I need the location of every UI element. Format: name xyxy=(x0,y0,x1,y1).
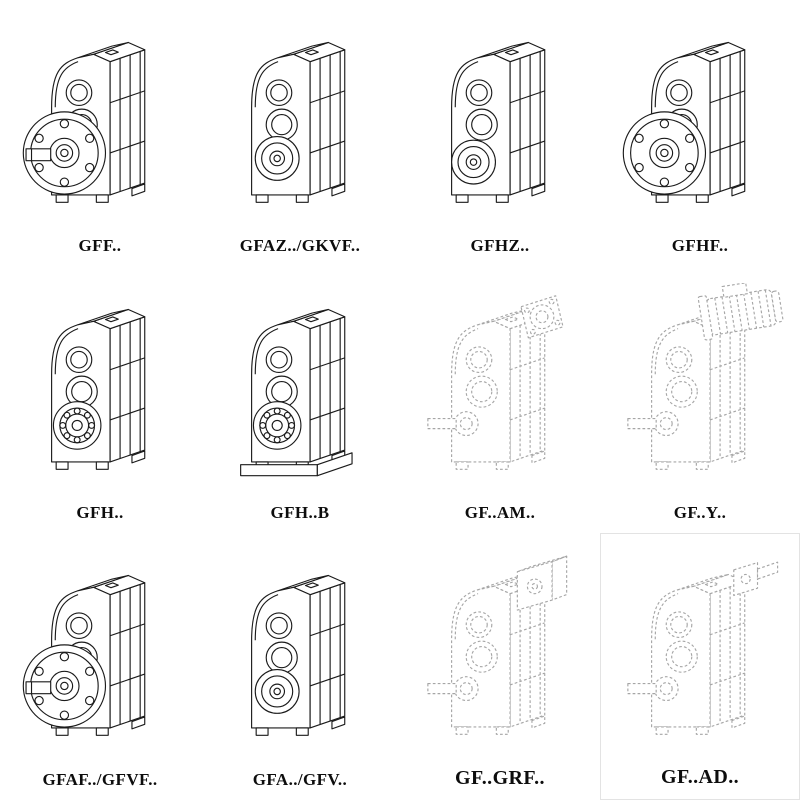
gearbox-model-label: GFAF../GFVF.. xyxy=(42,769,158,789)
gearbox-cell-gfa-gfv: GFA../GFV.. xyxy=(200,533,400,800)
gearbox-drawing-shaft-mounted xyxy=(402,6,598,236)
gearbox-line-art-icon xyxy=(22,575,146,737)
gearbox-line-art-icon xyxy=(251,575,346,737)
gearbox-drawing-flange-output xyxy=(2,6,198,236)
gearbox-line-art-icon xyxy=(627,282,785,470)
gearbox-cell-gfaz-gkvf: GFAZ../GKVF.. xyxy=(200,0,400,267)
gearbox-cell-gfhz: GFHZ.. xyxy=(400,0,600,267)
gearbox-drawing-bearing-output xyxy=(2,273,198,503)
gearbox-line-art-icon xyxy=(622,42,746,203)
gearbox-model-label: GF..Y.. xyxy=(673,502,727,522)
gearbox-cell-gfh-b: GFH..B xyxy=(200,267,400,534)
gearbox-cell-gff: GFF.. xyxy=(0,0,200,267)
gearbox-cell-gf-y: GF..Y.. xyxy=(600,267,800,534)
gearbox-cell-gf-ad: GF..AD.. xyxy=(600,533,800,800)
gearbox-drawing-hollow-shaft xyxy=(202,539,398,769)
gearbox-model-label: GFF.. xyxy=(78,236,122,256)
gearbox-model-label: GF..AM.. xyxy=(464,502,536,522)
gearbox-model-label: GFHF.. xyxy=(671,236,729,256)
gearbox-model-label: GFHZ.. xyxy=(470,236,530,256)
gearbox-line-art-icon xyxy=(627,561,779,735)
gearbox-cell-gf-am: GF..AM.. xyxy=(400,267,600,534)
gearbox-cell-gfhf: GFHF.. xyxy=(600,0,800,267)
gearbox-line-art-icon xyxy=(51,308,146,470)
gearbox-model-label: GF..GRF.. xyxy=(455,766,545,789)
gearbox-drawing-flange-mounted xyxy=(602,6,798,236)
gearbox-model-label: GFH..B xyxy=(270,502,330,522)
gearbox-line-art-icon xyxy=(427,295,564,470)
gearbox-line-art-icon xyxy=(451,42,546,203)
gearbox-model-label: GFH.. xyxy=(76,502,124,522)
gearbox-model-label: GF..AD.. xyxy=(660,765,740,788)
gearbox-drawing-with-motor xyxy=(602,273,798,503)
gearbox-cell-gf-grf: GF..GRF.. xyxy=(400,533,600,800)
gearbox-line-art-icon xyxy=(240,308,353,477)
gearbox-line-art-icon xyxy=(427,555,568,735)
gearbox-drawing-input-adapter xyxy=(603,540,797,765)
gearbox-model-label: GFA../GFV.. xyxy=(252,769,348,789)
gearbox-cell-gfaf-gfvf: GFAF../GFVF.. xyxy=(0,533,200,800)
gearbox-line-art-icon xyxy=(251,42,346,203)
gearbox-drawing-hollow-shaft xyxy=(202,6,398,236)
gearbox-drawing-foot-mounted xyxy=(202,273,398,503)
gearbox-model-label: GFAZ../GKVF.. xyxy=(239,236,361,256)
gearbox-drawing-adapter-flange xyxy=(402,273,598,503)
gearbox-drawing-flange-output-large xyxy=(2,539,198,769)
gearbox-line-art-icon xyxy=(22,42,146,203)
gearbox-cell-gfh: GFH.. xyxy=(0,267,200,534)
gearbox-drawing-combined-unit xyxy=(402,539,598,766)
